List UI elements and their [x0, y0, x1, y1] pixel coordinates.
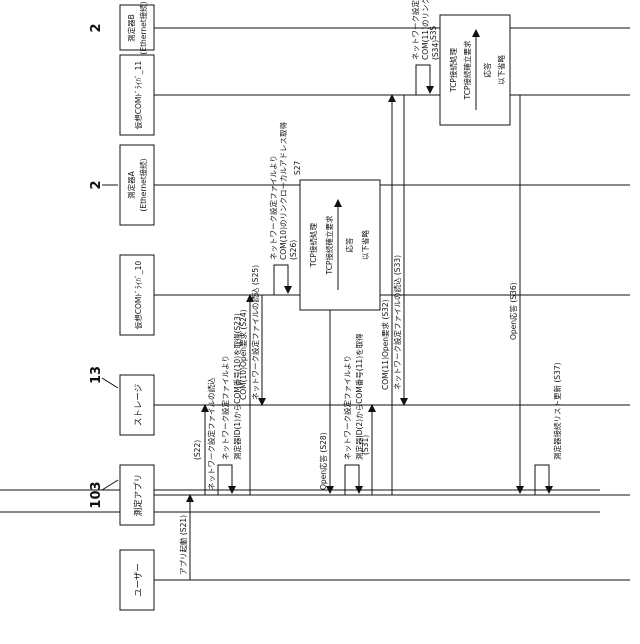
label-s34-a: ネットワーク設定ファイルより — [410, 0, 420, 60]
participant-box-deviceA — [120, 145, 154, 225]
label-s32: COM(11)Open要求 (S32) — [380, 299, 390, 390]
tcp-box-b-l2: TCP接続確立要求 — [462, 40, 472, 100]
ref-103: 103 — [89, 481, 104, 508]
label-s26-c: (S26) — [289, 240, 298, 260]
participant-box-deviceB — [120, 5, 154, 50]
label-s34-c: (S34) — [431, 40, 440, 60]
participant-deviceA-sub: (Ethernet接続) — [138, 158, 148, 211]
label-s25: ネットワーク設定ファイルの読込 (S25) — [250, 265, 260, 400]
tcp-box-a-l1: TCP接続処理 — [308, 223, 318, 268]
ref-13: 13 — [89, 366, 104, 384]
participant-user-label: ユーザー — [134, 563, 144, 597]
ref-2a: 2 — [89, 180, 104, 189]
ref-13-leader — [102, 378, 118, 388]
label-s26-a: ネットワーク設定ファイルより — [268, 155, 278, 260]
arrow-s26 — [274, 265, 288, 295]
participant-vcom11-label: 仮想COMﾄﾞﾗｲﾊﾞ_11 — [133, 61, 143, 130]
tcp-box-b-l3: 応答 — [482, 62, 492, 77]
label-s23-b: ネットワーク設定ファイルより — [220, 355, 230, 460]
tcp-box-b-l1: TCP接続処理 — [448, 48, 458, 93]
participant-deviceB-sub: (Ethernet接続) — [138, 1, 148, 54]
tcp-box-b: TCP接続処理 TCP接続確立要求 応答 以下省略 S35 — [429, 15, 510, 125]
tcp-box-a: TCP接続処理 TCP接続確立要求 応答 以下省略 S27 — [293, 160, 380, 310]
label-s36: Open応答 (S36) — [508, 282, 518, 340]
tcp-box-a-l2: TCP接続確立要求 — [324, 215, 334, 275]
label-s22: (S22) — [193, 440, 202, 460]
arrow-s34 — [416, 65, 430, 95]
label-s26-b: COM(10)のリンクローカルアドレス取得 — [278, 121, 288, 260]
tcp-box-b-l4: 以下省略 — [496, 55, 506, 85]
participant-app-label: 測定アプリ — [133, 474, 144, 517]
label-s37: 測定器接続リスト更新 (S37) — [552, 362, 562, 460]
tcp-box-a-ref: S27 — [293, 160, 302, 175]
participant-storage-label: ストレージ — [134, 384, 144, 426]
tcp-box-a-l4: 以下省略 — [360, 230, 370, 260]
label-s29-a: ネットワーク設定ファイルより — [342, 355, 352, 460]
tcp-box-a-l3: 応答 — [344, 237, 354, 252]
label-s28: Open応答 (S28) — [318, 432, 328, 490]
ref-2b: 2 — [89, 23, 104, 32]
participant-deviceB-label: 測定器B — [126, 14, 136, 42]
tcp-box-b-ref: S35 — [429, 25, 438, 40]
label-s21: アプリ起動 (S21) — [179, 515, 188, 575]
participant-vcom10-label: 仮想COMﾄﾞﾗｲﾊﾞ_10 — [133, 261, 143, 330]
label-s31: (S31) — [361, 435, 370, 455]
label-s23-a: ネットワーク設定ファイルの読込 — [206, 377, 216, 490]
label-s24: COM(10)Open要求 (S24) — [238, 309, 248, 400]
ref-103-leader — [102, 480, 118, 490]
participant-deviceA-label: 測定器A — [126, 170, 136, 198]
participant-headers: ユーザー 測定アプリ 103 ストレージ 13 仮想COMﾄﾞﾗｲﾊﾞ_10 測… — [89, 1, 154, 610]
label-s33: ネットワーク設定ファイルの読込 (S33) — [392, 255, 402, 390]
